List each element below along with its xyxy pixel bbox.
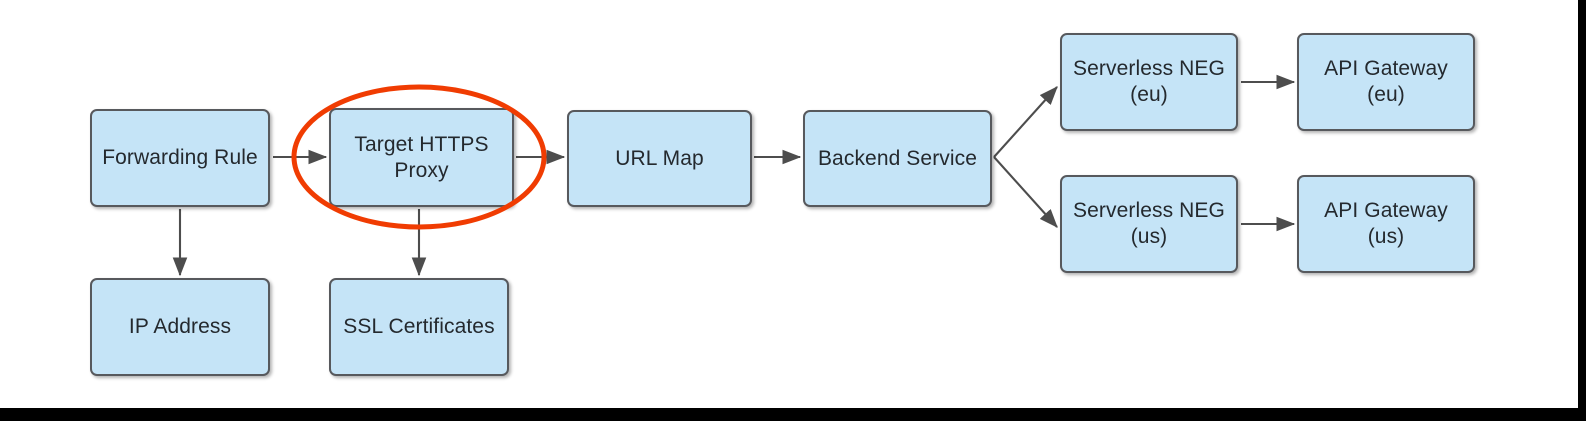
node-forwarding-rule-label: Forwarding Rule — [102, 146, 258, 170]
node-serverless-neg-eu[interactable]: Serverless NEG (eu) — [1060, 33, 1238, 131]
node-api-gateway-eu-label: API Gateway (eu) — [1324, 57, 1448, 106]
window-frame-bottom-edge — [0, 408, 1586, 421]
node-url-map-label: URL Map — [615, 146, 704, 170]
node-serverless-neg-us[interactable]: Serverless NEG (us) — [1060, 175, 1238, 273]
node-backend-service[interactable]: Backend Service — [803, 110, 992, 207]
node-serverless-neg-us-label: Serverless NEG (us) — [1073, 199, 1225, 248]
node-target-https-proxy-label: Target HTTPS Proxy — [354, 132, 489, 182]
node-backend-service-label: Backend Service — [817, 146, 978, 170]
node-ssl-certificates-label: SSL Certificates — [343, 315, 495, 339]
node-url-map[interactable]: URL Map — [567, 110, 752, 207]
node-target-https-proxy[interactable]: Target HTTPS Proxy — [329, 108, 514, 207]
node-api-gateway-us-label: API Gateway (us) — [1324, 199, 1448, 248]
node-api-gateway-eu[interactable]: API Gateway (eu) — [1297, 33, 1475, 131]
edge-backend-service-to-serverless-neg-eu — [993, 86, 1058, 158]
node-ip-address-label: IP Address — [128, 315, 232, 339]
node-api-gateway-us[interactable]: API Gateway (us) — [1297, 175, 1475, 273]
node-serverless-neg-eu-label: Serverless NEG (eu) — [1073, 57, 1225, 106]
node-ssl-certificates[interactable]: SSL Certificates — [329, 278, 509, 376]
edge-backend-service-to-serverless-neg-us — [993, 156, 1058, 228]
node-ip-address[interactable]: IP Address — [90, 278, 270, 376]
window-frame-right-edge — [1578, 0, 1586, 421]
node-forwarding-rule[interactable]: Forwarding Rule — [90, 109, 270, 207]
